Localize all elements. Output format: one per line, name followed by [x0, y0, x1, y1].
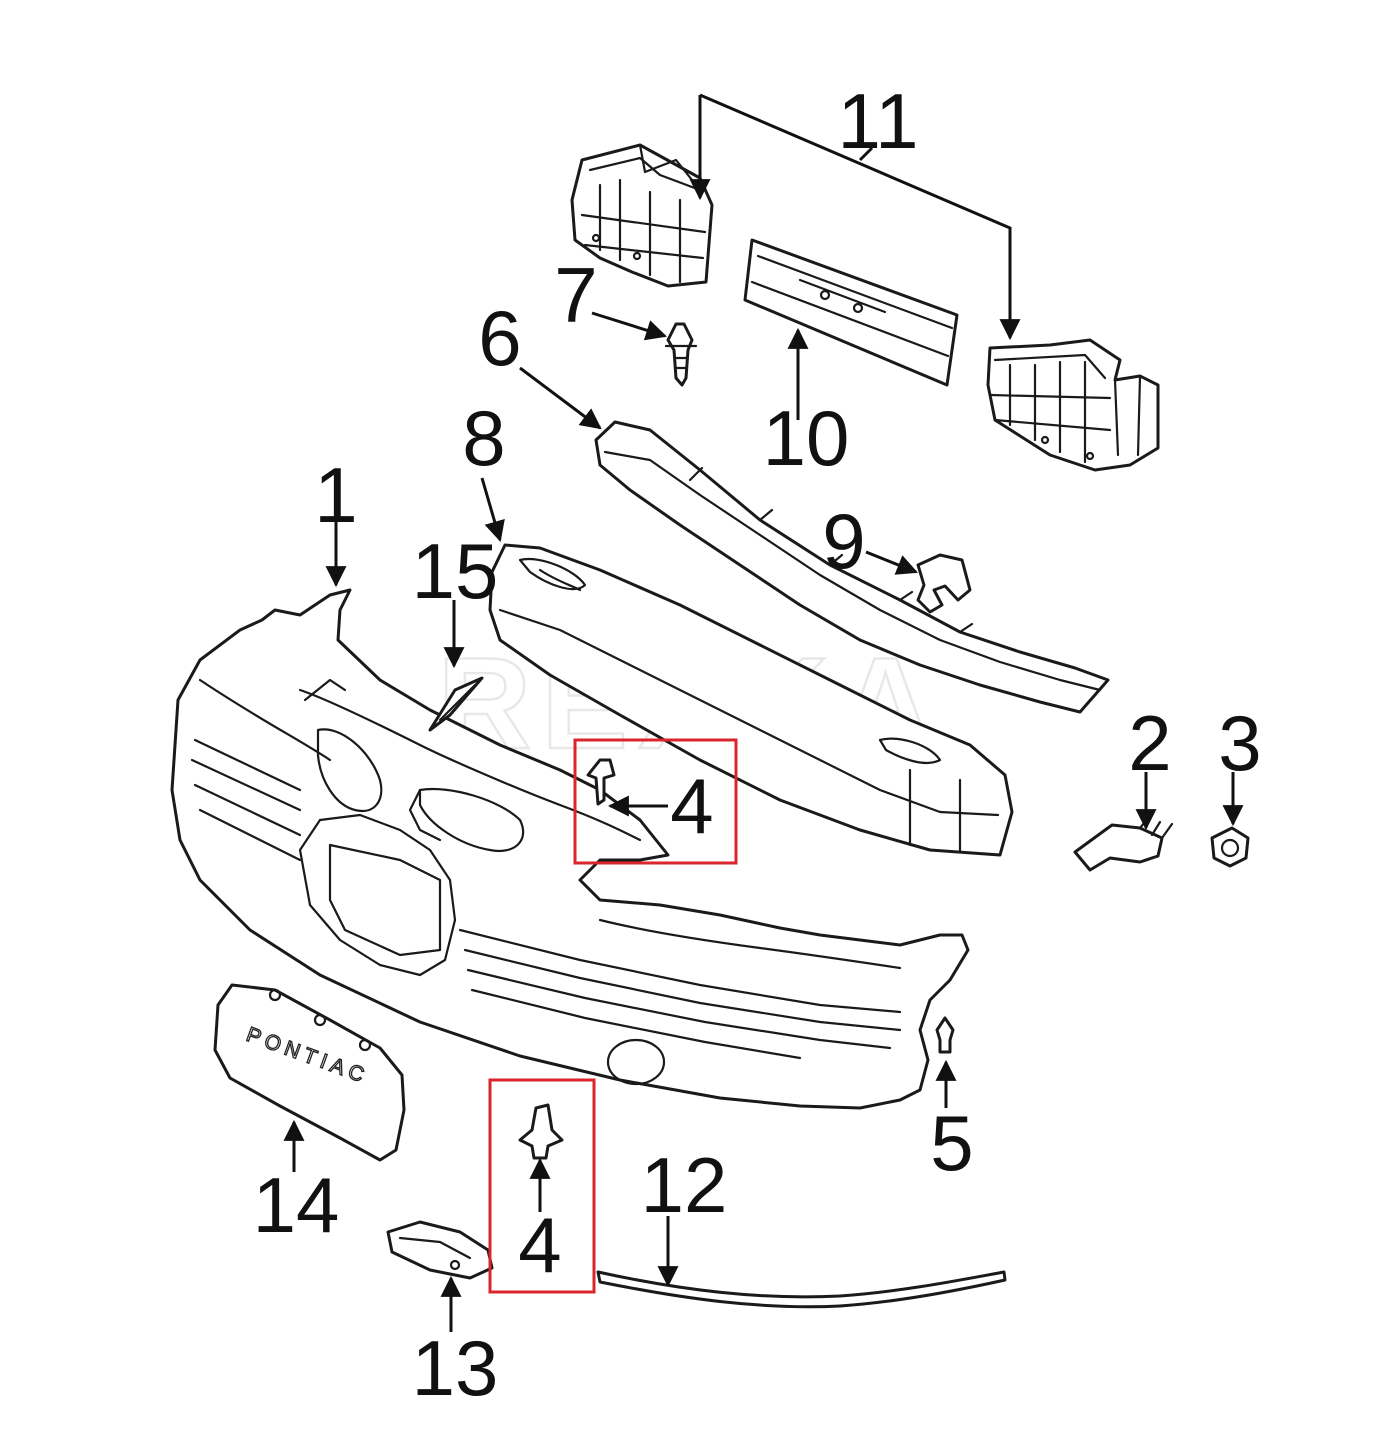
callout-6: 6	[478, 294, 521, 382]
mounting-bracket-right	[986, 338, 1160, 472]
callout-12: 12	[641, 1141, 728, 1229]
callout-1: 1	[314, 451, 357, 539]
push-pin-upper	[586, 758, 616, 806]
callout-10: 10	[763, 394, 850, 482]
push-pin-lower	[518, 1103, 564, 1160]
emblem-15	[428, 676, 484, 732]
callout-3: 3	[1218, 699, 1261, 787]
reinforcement-bar	[594, 420, 1110, 714]
fog-lamp-cover	[386, 1220, 494, 1280]
license-bracket-plate	[743, 238, 959, 387]
callout-11: 11	[838, 77, 919, 165]
nut-3	[1210, 826, 1250, 868]
bolt-7	[664, 322, 698, 387]
callout-13: 13	[412, 1324, 499, 1412]
callout-14: 14	[253, 1161, 340, 1249]
leader-lines	[283, 93, 1244, 1332]
highlight-box-lower	[488, 1078, 596, 1294]
callout-15: 15	[412, 527, 499, 615]
highlight-box-upper	[573, 738, 738, 865]
callout-8: 8	[462, 394, 505, 482]
callout-2: 2	[1128, 699, 1171, 787]
mounting-bracket-left	[570, 143, 714, 288]
callout-labels: 11 7 6 10 8 9 1 15 4 2 3 5 4 14 12 13	[253, 77, 1262, 1412]
callout-9: 9	[822, 497, 865, 585]
callout-4-lower: 4	[518, 1201, 561, 1289]
bumper-cover	[170, 588, 970, 1110]
callout-7: 7	[554, 251, 597, 339]
clip-9	[916, 553, 972, 614]
callout-4-upper: 4	[670, 762, 713, 850]
energy-absorber	[488, 543, 1014, 857]
emblem-plate: PONTIAC	[213, 983, 406, 1162]
bolt-5	[935, 1016, 955, 1054]
callout-5: 5	[930, 1099, 973, 1187]
bracket-2	[1073, 816, 1174, 872]
molding-strip	[596, 1270, 1007, 1309]
